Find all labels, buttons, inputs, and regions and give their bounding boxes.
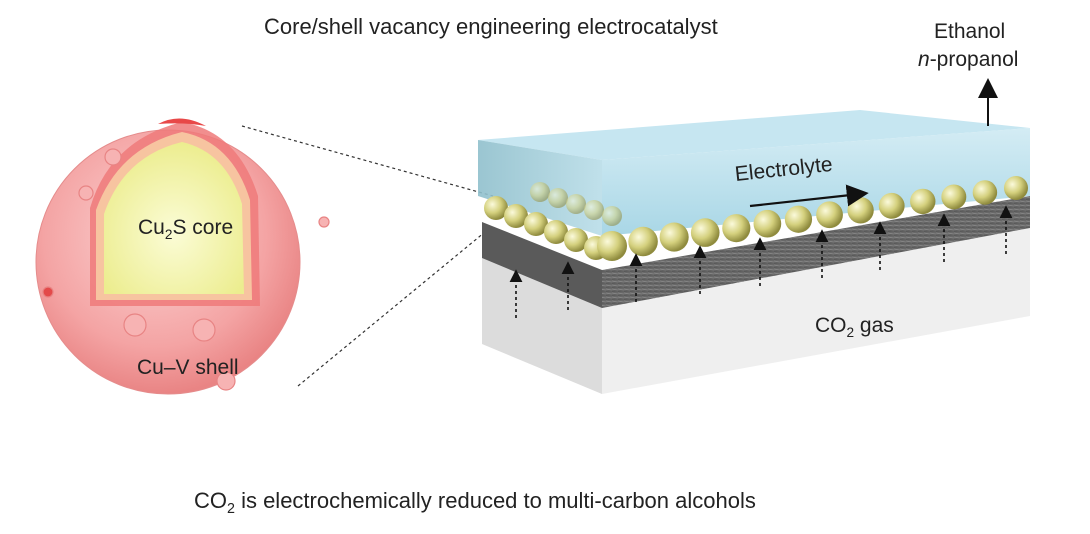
particle (628, 226, 658, 257)
particle (816, 201, 843, 229)
particle (602, 206, 622, 226)
particle (972, 180, 998, 205)
core-label: Cu2S core (138, 216, 234, 242)
particle (566, 194, 586, 214)
particle (530, 182, 550, 202)
product-propanol: n-propanol (918, 48, 1019, 71)
figure-title: Core/shell vacancy engineering electroca… (264, 14, 718, 39)
particle (722, 214, 751, 243)
particle (564, 228, 588, 252)
particle (504, 204, 528, 228)
particle (847, 197, 874, 224)
electrode-device (478, 110, 1030, 394)
particle (784, 205, 813, 233)
particle (584, 200, 604, 220)
product-ethanol: Ethanol (934, 20, 1006, 43)
co2-flow-arrows (509, 205, 1013, 318)
figure-caption: CO2 is electrochemically reduced to mult… (194, 488, 756, 517)
particle (941, 184, 967, 210)
shell-label: Cu–V shell (137, 356, 239, 379)
particle (690, 218, 720, 247)
electrolyte-arrow (749, 184, 869, 208)
particle (544, 220, 568, 244)
catalyst-particles (484, 176, 1028, 261)
zoom-line-top (241, 125, 494, 197)
particle (659, 222, 689, 252)
particle (878, 192, 905, 219)
particle (597, 231, 627, 261)
zoom-line-bottom (297, 231, 486, 387)
particle (910, 188, 936, 215)
particle (524, 212, 548, 236)
co2-gas-label: CO2 gas (815, 314, 894, 340)
particle (1004, 176, 1028, 200)
particle (484, 196, 508, 220)
core-shell-sphere (35, 118, 330, 395)
vacancy-holes (42, 148, 330, 391)
particle (548, 188, 568, 208)
particle (753, 209, 782, 238)
